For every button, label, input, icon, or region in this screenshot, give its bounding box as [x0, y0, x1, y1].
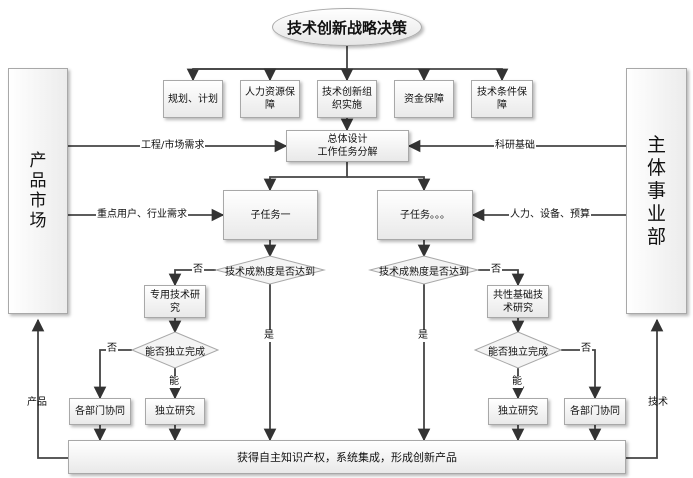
label-research-basis: 科研基础 [494, 140, 536, 152]
special-research-box: 专用技术研究 [144, 285, 206, 318]
business-unit-label: 主体事业部 [646, 133, 666, 248]
support-box-planning: 规划、计划 [163, 80, 223, 118]
label-yes-right: 是 [417, 330, 429, 342]
independent-question-right: 能否独立完成 [488, 346, 548, 358]
label-yes-left: 是 [263, 330, 275, 342]
title-ellipse: 技术创新战略决策 [272, 8, 422, 46]
product-market-panel: 产品市场 [8, 68, 68, 314]
label-engineering-demand: 工程/市场需求 [140, 140, 206, 152]
label-no-maturity-right: 否 [490, 264, 502, 276]
result-box: 获得自主知识产权，系统集成，形成创新产品 [68, 440, 626, 474]
dept-coop-box-right: 各部门协同 [564, 398, 626, 425]
business-unit-panel: 主体事业部 [626, 68, 687, 314]
label-key-users: 重点用户、行业需求 [96, 209, 188, 221]
common-research-box: 共性基础技术研究 [487, 285, 549, 318]
maturity-diamond-right [368, 255, 480, 285]
overall-design-box: 总体设计 工作任务分解 [286, 130, 409, 162]
subtask-one-box: 子任务一 [223, 190, 318, 240]
independent-research-box-right: 独立研究 [488, 398, 548, 425]
label-resources: 人力、设备、预算 [509, 209, 591, 221]
independent-question-left: 能否独立完成 [145, 346, 205, 358]
label-no-independent-left: 否 [106, 343, 118, 355]
label-can-right: 能 [511, 376, 523, 388]
label-no-independent-right: 否 [580, 343, 592, 355]
label-technology: 技术 [648, 397, 668, 408]
label-no-maturity-left: 否 [192, 264, 204, 276]
support-box-hr: 人力资源保障 [240, 80, 300, 118]
label-product: 产品 [27, 397, 47, 408]
label-can-left: 能 [168, 376, 180, 388]
independent-diamond-right [473, 331, 563, 369]
maturity-question-left: 技术成熟度是否达到 [225, 266, 315, 278]
independent-research-box-left: 独立研究 [145, 398, 205, 425]
support-box-funding: 资金保障 [394, 80, 454, 118]
maturity-question-right: 技术成熟度是否达到 [379, 266, 469, 278]
product-market-label: 产品市场 [29, 151, 47, 231]
independent-diamond-left [130, 331, 220, 369]
dept-coop-box-left: 各部门协同 [69, 398, 131, 425]
support-box-organization: 技术创新组织实施 [317, 80, 377, 118]
maturity-diamond-left [214, 255, 326, 285]
subtask-other-box: 子任务。。。 [377, 190, 473, 240]
support-box-conditions: 技术条件保障 [471, 80, 533, 118]
